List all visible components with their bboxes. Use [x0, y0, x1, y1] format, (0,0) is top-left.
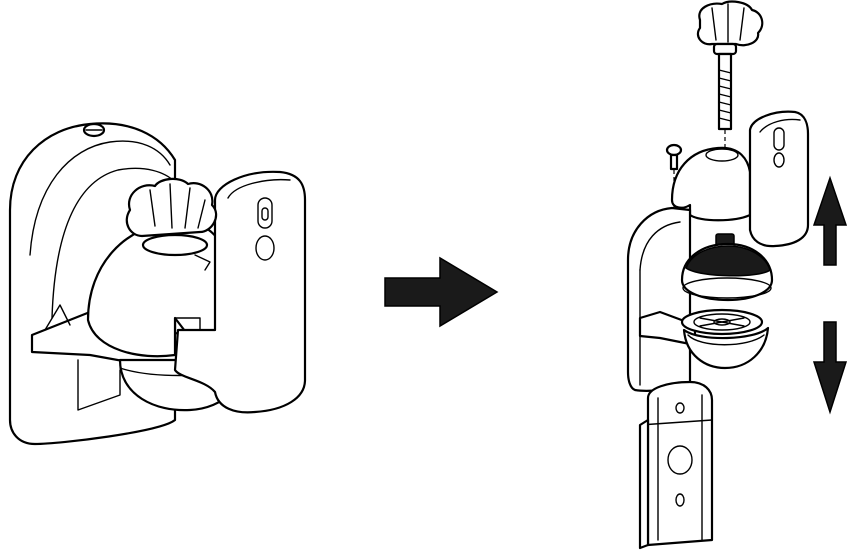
assembled-mount — [8, 122, 307, 446]
knob-icon — [125, 177, 218, 271]
lower-cup — [682, 326, 770, 370]
wall-plate — [626, 206, 692, 392]
threaded-bolt — [717, 52, 733, 131]
side-bracket — [173, 170, 307, 414]
mounting-plate — [638, 380, 714, 550]
ratchet-ring — [680, 308, 764, 336]
exploded-mount — [626, 0, 848, 550]
screw-icon — [665, 143, 683, 171]
mesh-texture — [685, 245, 771, 277]
down-arrow-icon — [812, 321, 848, 415]
knob-icon — [696, 0, 764, 56]
right-arrow-icon — [384, 256, 499, 328]
up-arrow-icon — [812, 175, 848, 266]
swivel-ball — [680, 233, 774, 302]
side-bracket — [748, 110, 810, 248]
